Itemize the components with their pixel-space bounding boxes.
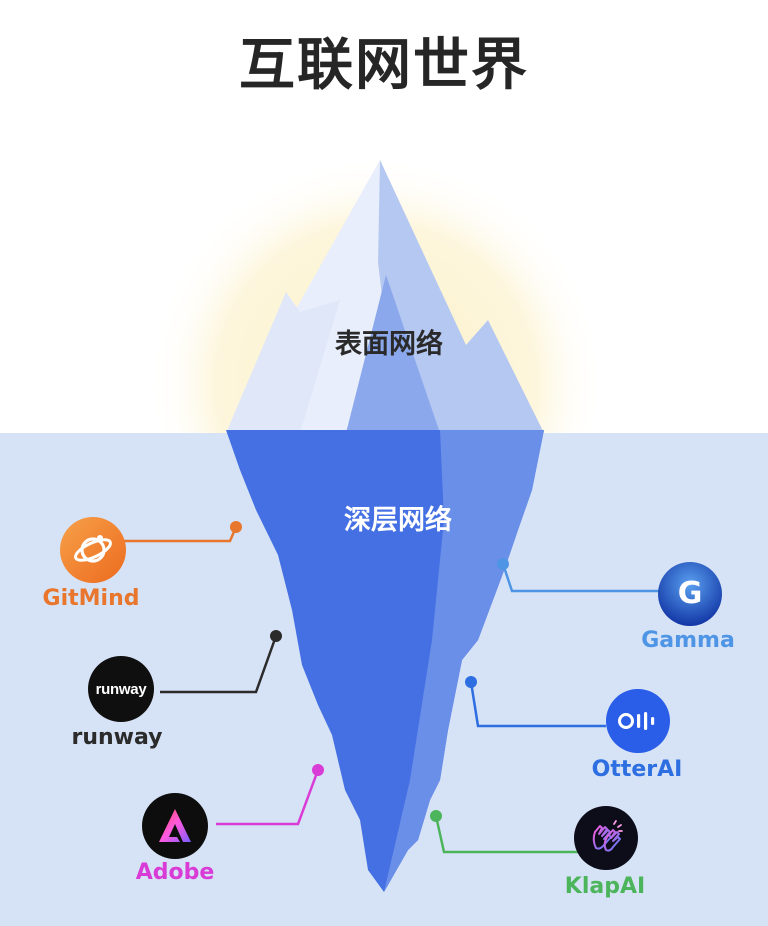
runway-label: runway [71, 725, 163, 750]
runway-wordmark-icon: runway [95, 680, 147, 698]
gamma-logo[interactable]: G [658, 562, 722, 626]
klapai-label: KlapAI [564, 874, 646, 899]
anchor-dot-otterai [465, 676, 477, 688]
deep-web-label: 深层网络 [344, 505, 452, 536]
anchor-dot-gamma [497, 558, 509, 570]
runway-logo[interactable]: runway [88, 656, 154, 722]
gamma-label: Gamma [641, 628, 735, 653]
adobe-logo[interactable] [142, 793, 208, 859]
iceberg-tip-shadow [346, 275, 440, 433]
iceberg-left-peak [226, 292, 340, 433]
anchor-dot-klapai [430, 810, 442, 822]
page-title: 互联网世界 [239, 33, 529, 98]
gamma-g-icon: G [677, 576, 703, 611]
connector-klapai [434, 815, 578, 854]
connector-runway [160, 635, 278, 694]
otter-waveform-icon [618, 712, 655, 730]
gitmind-label: GitMind [42, 586, 140, 611]
adobe-label: Adobe [135, 860, 215, 885]
adobe-express-icon [159, 809, 191, 842]
clapping-hands-icon [592, 820, 623, 852]
iceberg-tip-right-face [378, 160, 544, 433]
anchor-dot-adobe [312, 764, 324, 776]
iceberg-underwater-right-face [384, 430, 544, 892]
planet-orbit-icon [74, 535, 112, 563]
anchor-dot-gitmind [230, 521, 242, 533]
otterai-label: OtterAI [591, 757, 683, 782]
connector-otterai [469, 681, 606, 728]
connector-gamma [501, 563, 660, 593]
gitmind-logo[interactable] [60, 517, 126, 583]
otterai-logo[interactable] [606, 689, 670, 753]
klapai-logo[interactable] [574, 806, 638, 870]
connector-adobe [216, 769, 320, 826]
surface-web-label: 表面网络 [335, 329, 443, 360]
anchor-dot-runway [270, 630, 282, 642]
